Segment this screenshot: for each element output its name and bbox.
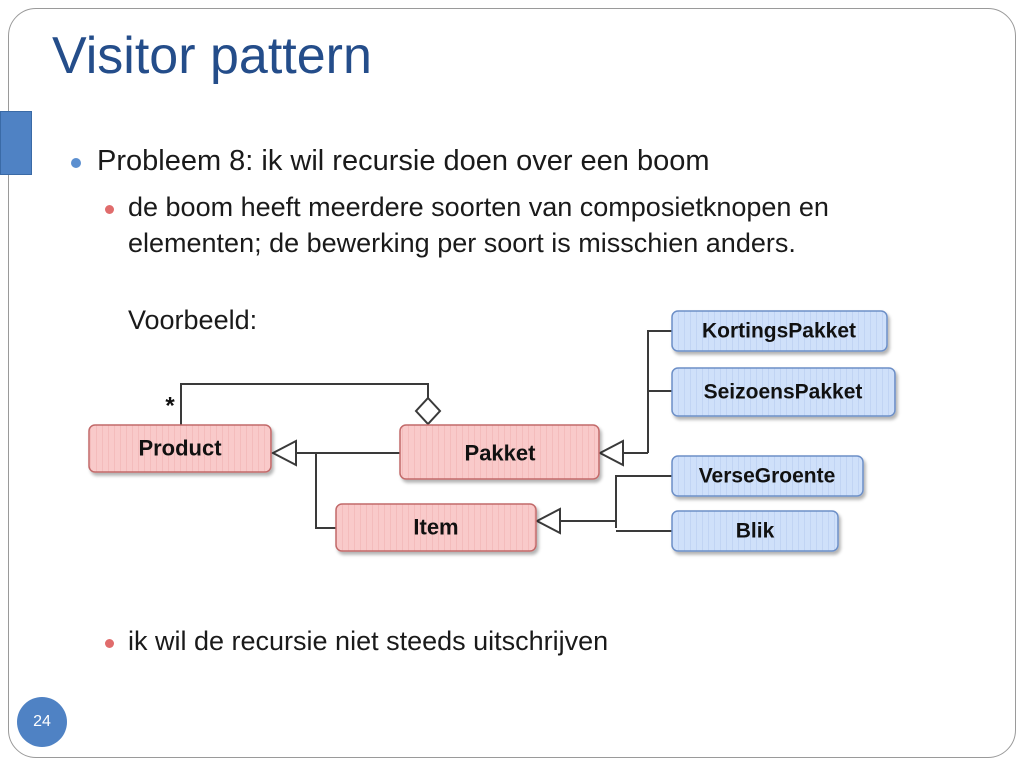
node-blik-label: Blik [736,520,775,543]
node-versegroente-label: VerseGroente [699,465,836,488]
node-pakket-label: Pakket [465,441,537,466]
bullet-level1-text: Probleem 8: ik wil recursie doen over ee… [97,145,710,177]
bullet-dot-red [105,205,114,214]
node-item: Item [335,503,537,552]
node-product-label: Product [138,436,222,461]
example-label: Voorbeeld: [128,305,258,335]
versegroente-to-item-line [615,475,672,528]
node-kortingspakket: KortingsPakket [671,310,888,352]
generalization-arrowhead-item [534,507,561,535]
slide-title: Visitor pattern [52,27,372,85]
node-seizoenspakket-label: SeizoensPakket [704,381,863,404]
side-accent-tab [0,111,32,175]
sub-bullet-line-2: elementen; de bewerking per soort is mis… [128,228,796,258]
node-blik: Blik [671,510,839,552]
sub-bullet-line-1: de boom heeft meerdere soorten van compo… [128,192,829,222]
multiplicity-label: * [165,393,175,420]
sub-bullet-2-text: ik wil de recursie niet steeds uitschrij… [128,626,609,656]
node-item-label: Item [413,515,458,540]
aggregation-diamond [414,396,442,426]
node-seizoenspakket: SeizoensPakket [671,367,896,417]
node-product: Product [88,424,272,473]
generalization-arrowhead-product [270,439,297,467]
node-versegroente: VerseGroente [671,455,864,497]
item-to-product-line [315,453,336,529]
generalization-arrowhead-pakket [597,439,624,467]
page-number-badge: 24 [17,697,67,747]
korting-to-pakket-line [647,330,672,453]
aggregation-line [180,383,429,425]
bullet-dot-red [105,639,114,648]
node-pakket: Pakket [399,424,600,480]
bullet-dot-blue [71,158,81,168]
node-kortingspakket-label: KortingsPakket [702,320,856,343]
